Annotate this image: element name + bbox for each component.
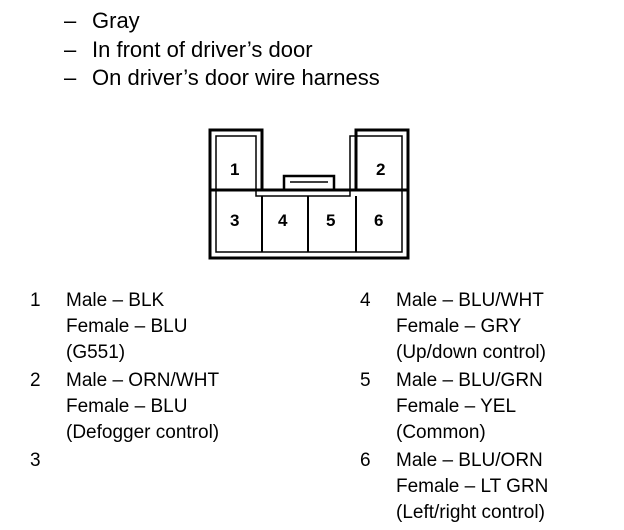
header-color: Gray <box>92 8 140 33</box>
pin-function: (Left/right control) <box>396 502 545 523</box>
pin-female-wire: Female – GRY <box>396 316 522 337</box>
pin-function: (Common) <box>396 422 486 443</box>
pin-male-wire: Male – BLK <box>66 290 165 311</box>
pin-female-wire: Female – LT GRN <box>396 476 549 497</box>
pin-function: (Defogger control) <box>66 422 220 443</box>
pin-number: 4 <box>360 290 371 311</box>
pin-number: 6 <box>360 450 371 471</box>
header-dash: – <box>64 37 77 62</box>
connector-pin-6: 6 <box>374 211 384 230</box>
connector-cavity-frame <box>215 135 403 253</box>
connector-housing <box>208 128 410 260</box>
connector-pin-2: 2 <box>376 160 386 179</box>
pin-function: (Up/down control) <box>396 342 546 363</box>
pin-male-wire: Male – BLU/GRN <box>396 370 543 391</box>
header-harness: On driver’s door wire harness <box>92 65 380 90</box>
header-line-1: –Gray <box>64 8 140 34</box>
pin-number: 1 <box>30 290 41 311</box>
header-line-3: –On driver’s door wire harness <box>64 65 380 91</box>
pin-male-wire: Male – BLU/WHT <box>396 290 544 311</box>
pin-male-wire: Male – ORN/WHT <box>66 370 220 391</box>
pin-number: 3 <box>30 450 41 471</box>
connector-pin-5: 5 <box>326 211 336 230</box>
connector-pin-1: 1 <box>230 160 240 179</box>
pin-male-wire: Male – BLU/ORN <box>396 450 543 471</box>
header-dash: – <box>64 65 77 90</box>
pin-number: 5 <box>360 370 371 391</box>
pin-female-wire: Female – BLU <box>66 316 188 337</box>
connector-pin-3: 3 <box>230 211 240 230</box>
pin-female-wire: Female – YEL <box>396 396 517 417</box>
pin-female-wire: Female – BLU <box>66 396 188 417</box>
pin-number: 2 <box>30 370 41 391</box>
header-line-2: –In front of driver’s door <box>64 37 313 63</box>
pin-function: (G551) <box>66 342 126 363</box>
locking-tab <box>282 174 336 192</box>
header-dash: – <box>64 8 77 33</box>
header-location: In front of driver’s door <box>92 37 313 62</box>
connector-pin-4: 4 <box>278 211 288 230</box>
